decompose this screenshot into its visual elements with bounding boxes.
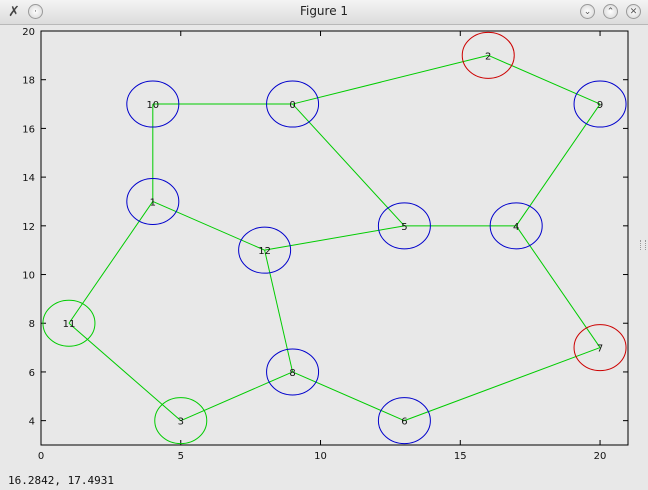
close-button[interactable]: ✕	[626, 4, 641, 19]
graph-edge-9-4	[515, 103, 601, 227]
graph-node-label-12: 12	[258, 246, 271, 257]
y-tick-label: 6	[29, 368, 35, 379]
window-titlebar[interactable]: ✗ · Figure 1 ⌄ ⌃ ✕	[0, 0, 648, 25]
graph-node-label-3: 3	[178, 417, 184, 428]
y-tick-label: 16	[22, 124, 35, 135]
y-tick-label: 14	[22, 173, 35, 184]
x-tick-label: 15	[454, 451, 467, 462]
graph-node-0	[266, 80, 320, 128]
graph-node-label-5: 5	[401, 222, 407, 233]
graph-node-7	[573, 324, 627, 372]
graph-node-8	[266, 348, 320, 396]
x-tick-label: 20	[594, 451, 607, 462]
graph-edge-12-8	[264, 250, 294, 373]
graph-node-5	[377, 202, 431, 250]
y-tick-label: 8	[29, 319, 35, 330]
graph-node-label-10: 10	[146, 100, 159, 111]
graph-edge-0-5	[292, 103, 405, 227]
y-tick-label: 20	[22, 27, 35, 38]
x-tick-label: 0	[38, 451, 44, 462]
graph-node-label-8: 8	[289, 368, 295, 379]
graph-edge-0-2	[292, 54, 489, 105]
graph-edge-12-5	[264, 225, 405, 251]
graph-node-label-7: 7	[597, 344, 603, 355]
x-logo-icon[interactable]: ✗	[8, 4, 20, 20]
graph-edge-1-12	[152, 201, 265, 251]
minimize-button[interactable]: ⌄	[580, 4, 595, 19]
graph-node-9	[573, 80, 627, 128]
graph-node-1	[126, 177, 180, 225]
graph-node-label-6: 6	[401, 417, 407, 428]
graph-node-label-0: 0	[289, 100, 295, 111]
graph-node-6	[377, 397, 431, 445]
window-title: Figure 1	[299, 4, 349, 18]
x-tick-label: 10	[314, 451, 327, 462]
graph-node-12	[238, 226, 292, 274]
maximize-button[interactable]: ⌃	[603, 4, 618, 19]
cursor-coordinates: 16.2842, 17.4931	[8, 474, 114, 487]
y-tick-label: 12	[22, 222, 35, 233]
window-menu-button[interactable]: ·	[28, 4, 43, 19]
y-tick-label: 18	[22, 76, 35, 87]
resize-grip[interactable]	[640, 240, 646, 250]
graph-edge-2-9	[488, 54, 601, 105]
graph-node-label-9: 9	[597, 100, 603, 111]
graph-node-11	[42, 299, 96, 347]
graph-edge-1-11	[68, 201, 154, 324]
graph-node-4	[489, 202, 543, 250]
y-tick-label: 4	[29, 417, 35, 428]
graph-edge-8-6	[292, 371, 405, 422]
graph-node-3	[154, 397, 208, 445]
graph-node-label-11: 11	[63, 319, 76, 330]
graph-node-label-1: 1	[150, 197, 156, 208]
graph-edge-6-7	[404, 347, 601, 422]
y-tick-label: 10	[22, 271, 35, 282]
graph-edge-4-7	[515, 225, 601, 348]
graph-node-label-2: 2	[485, 51, 491, 62]
x-tick-label: 5	[178, 451, 184, 462]
graph-node-label-4: 4	[513, 222, 519, 233]
graph-node-10	[126, 80, 180, 128]
graph-node-2	[461, 31, 515, 79]
graph-edge-3-8	[180, 371, 293, 422]
